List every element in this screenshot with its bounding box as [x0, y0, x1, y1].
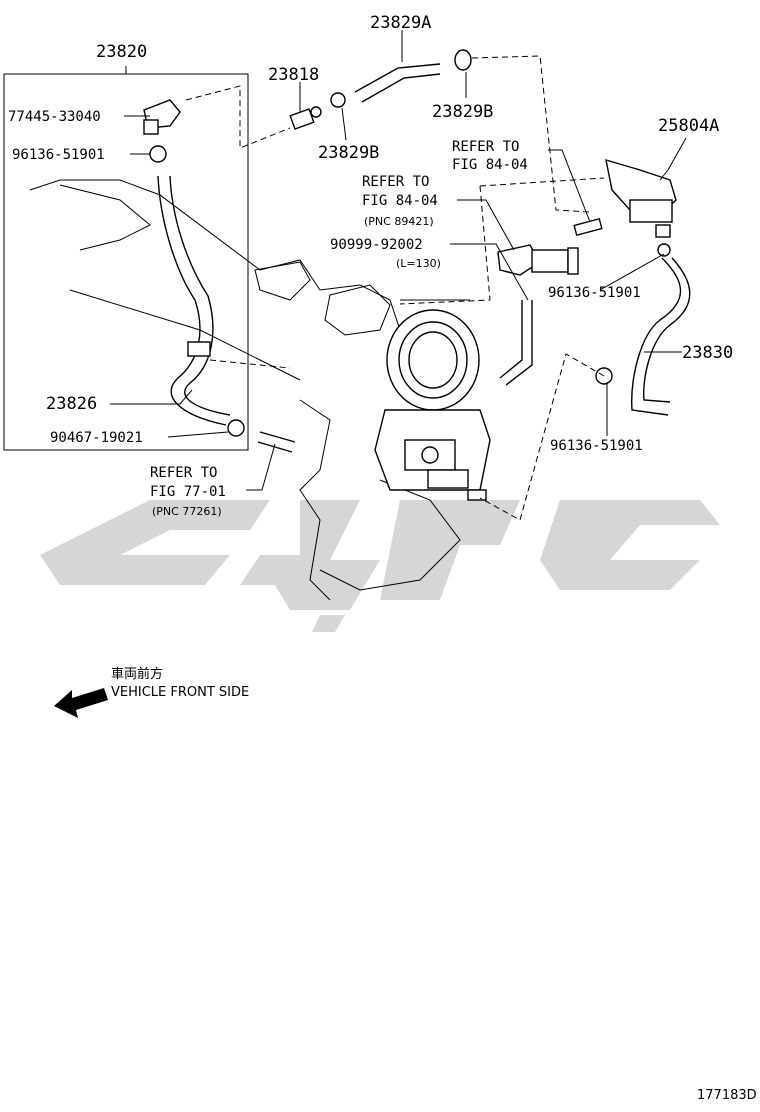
label-96136-bottom: 96136-51901 — [550, 438, 643, 454]
ref3-pnc: (PNC 77261) — [152, 505, 222, 518]
fitting — [467, 489, 487, 501]
label-23818: 23818 — [268, 65, 319, 85]
label-23829B-top: 23829B — [432, 102, 493, 122]
vsv-bracket — [497, 244, 579, 276]
ref3-line1: REFER TO — [150, 465, 217, 481]
group-box-23820 — [3, 73, 249, 451]
part-77445 — [143, 99, 181, 135]
ref2-pnc: (PNC 89421) — [364, 215, 434, 228]
hose-90999 — [499, 300, 523, 379]
ref2-line1: REFER TO — [362, 174, 429, 190]
label-23820: 23820 — [96, 42, 147, 62]
ref2-line2: FIG 84-04 — [362, 193, 438, 209]
hose-23826-edge — [169, 175, 231, 416]
label-23829B-mid: 23829B — [318, 143, 379, 163]
clip-96136-left — [149, 145, 167, 163]
label-77445: 77445-33040 — [8, 109, 101, 125]
route-dash-5 — [479, 353, 605, 521]
route-dash-4 — [399, 185, 491, 305]
ref3-line2: FIG 77-01 — [150, 484, 226, 500]
label-90999-length: (L=130) — [396, 257, 441, 270]
engine-outline — [29, 179, 461, 601]
bolt — [573, 217, 603, 237]
hose-23830 — [631, 257, 682, 416]
direction-en: VEHICLE FRONT SIDE — [111, 685, 249, 700]
hose-23826 — [157, 175, 227, 426]
label-23829A: 23829A — [370, 13, 431, 33]
label-23830: 23830 — [682, 343, 733, 363]
part-25804A — [605, 159, 677, 238]
ref1-line2: FIG 84-04 — [452, 157, 528, 173]
route-dash-2 — [471, 55, 591, 213]
hose-23829A — [354, 63, 441, 93]
part-23818 — [289, 106, 322, 130]
watermark-logo — [40, 500, 720, 632]
direction-jp: 車両前方 — [111, 666, 163, 682]
clip-23829B-mid — [330, 92, 346, 108]
route-dash-6 — [209, 359, 291, 369]
route-dash-3 — [479, 177, 605, 187]
label-23826: 23826 — [46, 394, 97, 414]
hose-band — [187, 341, 211, 357]
ref1-line1: REFER TO — [452, 139, 519, 155]
label-96136-left: 96136-51901 — [12, 147, 105, 163]
route-dash-1 — [185, 85, 291, 149]
label-90999: 90999-92002 — [330, 237, 423, 253]
clip-90467 — [227, 419, 245, 437]
label-25804A: 25804A — [658, 116, 719, 136]
label-96136-right: 96136-51901 — [548, 285, 641, 301]
clip-96136-right — [657, 243, 671, 257]
vehicle-front-arrow-icon — [54, 688, 108, 718]
clip-23829B-top — [454, 49, 472, 71]
throttle-body — [374, 299, 491, 491]
figure-code: 177183D — [697, 1088, 757, 1103]
label-90467: 90467-19021 — [50, 430, 143, 446]
